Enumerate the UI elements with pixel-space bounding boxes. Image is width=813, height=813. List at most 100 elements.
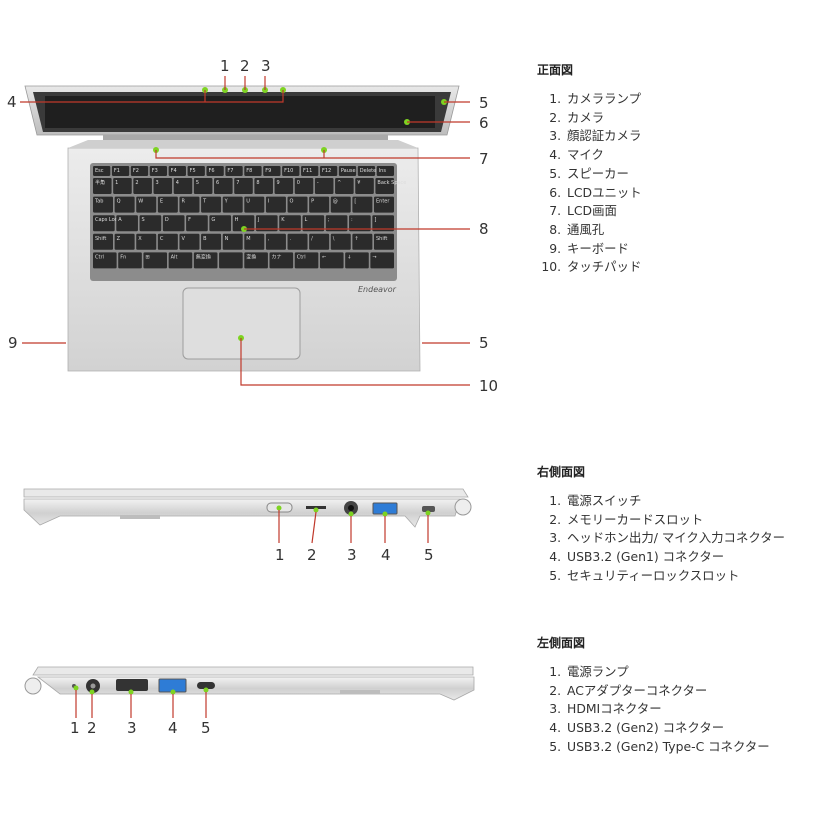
keycap-label: P [311,199,314,205]
keycap-label: ] [374,217,376,223]
right-side-legend: 右側面図 電源スイッチ メモリーカードスロット ヘッドホン出力/ マイク入力コネ… [537,463,807,586]
keycap [93,215,115,232]
left-callout-2: 2 [87,719,97,737]
keycap-label: Shift [376,236,387,242]
keycap-label: F6 [208,168,214,174]
right-side-title: 右側面図 [537,465,586,479]
list-item: HDMIコネクター [565,700,807,719]
keycap-label: - [317,180,319,186]
keycap [209,215,232,232]
front-callout-5-left: 9 [8,334,18,352]
left-side-legend: 左側面図 電源ランプ ACアダプターコネクター HDMIコネクター USB3.2… [537,634,807,757]
keycap [168,166,186,176]
keycap-label: ↑ [354,236,358,242]
list-item: キーボード [565,240,807,259]
keycap-label: 半角 [95,179,105,186]
front-callout-7: 6 [479,114,489,132]
front-view-legend: 正面図 カメラランプ カメラ 顔認証カメラ マイク スピーカー LCDユニット … [537,61,807,277]
front-callout-8: 7 [479,150,489,168]
keycap-label: 5 [196,180,199,186]
list-item: USB3.2 (Gen2) Type-C コネクター [565,738,807,757]
keycap-label: カナ [272,254,282,260]
keycap-label: Z [117,236,121,242]
keycap-label: Fn [120,254,126,260]
keycap [130,166,149,176]
list-item: ACアダプターコネクター [565,682,807,701]
keycap-label: . [290,236,292,242]
right-callout-2: 2 [307,546,317,564]
keycap-label: [ [354,199,356,205]
keycap [201,233,222,250]
keycap [179,196,200,213]
keycap [352,233,373,250]
keycap [302,215,325,232]
keycap [335,178,354,194]
left-callout-4: 4 [168,719,178,737]
left-side-list: 電源ランプ ACアダプターコネクター HDMIコネクター USB3.2 (Gen… [537,663,807,757]
keycap-label: A [118,217,122,223]
keycap [294,252,319,269]
keycap-label: H [235,217,239,223]
front-callout-10: 10 [479,377,498,395]
keycap [330,233,351,250]
left-callout-1: 1 [70,719,80,737]
keycap [193,252,218,269]
keycap-label: Enter [376,199,390,205]
list-item: マイク [565,146,807,165]
front-callout-4: 4 [7,93,17,111]
keycap [274,178,294,194]
list-item: タッチパッド [565,258,807,277]
list-item: スピーカー [565,165,807,184]
keycap [265,196,286,213]
list-item: 電源ランプ [565,663,807,682]
list-item: セキュリティーロックスロット [565,567,807,586]
left-side-title: 左側面図 [537,636,586,650]
keycap-label: Ctrl [297,254,306,260]
usb-typec-port [197,682,215,689]
keycap [255,215,278,232]
keycap-label: Esc [95,168,104,174]
keycap [373,196,394,213]
keycap-label: D [165,217,169,223]
keycap-label: Alt [171,254,178,260]
keycap-label: F [188,217,191,223]
keycap [263,166,281,176]
keycap-label: F11 [303,168,312,174]
keycap [287,196,308,213]
list-item: LCDユニット [565,184,807,203]
keycap-label: R [181,199,185,205]
security-lock-slot [422,506,435,512]
keycap-label: Ctrl [95,254,104,260]
keycap [116,215,138,232]
keycap-label: 変換 [246,253,256,260]
keycap [93,233,114,250]
keycap [93,196,114,213]
keycap [136,196,157,213]
keycap-label: F7 [227,168,233,174]
keycap-label: S [142,217,145,223]
keycap [157,196,178,213]
keycap-label: M [246,236,250,242]
keycap-label: Pause [341,168,356,174]
keycap [93,252,117,269]
list-item: カメラ [565,109,807,128]
keycap [214,178,233,194]
right-callout-5: 5 [424,546,434,564]
keycap [193,178,213,194]
keycap [225,166,243,176]
keycap-label: F9 [265,168,271,174]
list-item: ヘッドホン出力/ マイク入力コネクター [565,529,807,548]
keycap-label: Shift [95,236,106,242]
hdmi-connector [116,679,148,691]
keycap [93,166,111,176]
keycap [372,215,394,232]
keycap-label: F10 [284,168,293,174]
keycap-label: E [160,199,163,205]
list-item: 顔認証カメラ [565,127,807,146]
keycap [282,166,300,176]
keycap-label: 無変換 [196,253,211,260]
keycap [373,233,394,250]
keycap [222,196,243,213]
keycap [136,233,157,250]
